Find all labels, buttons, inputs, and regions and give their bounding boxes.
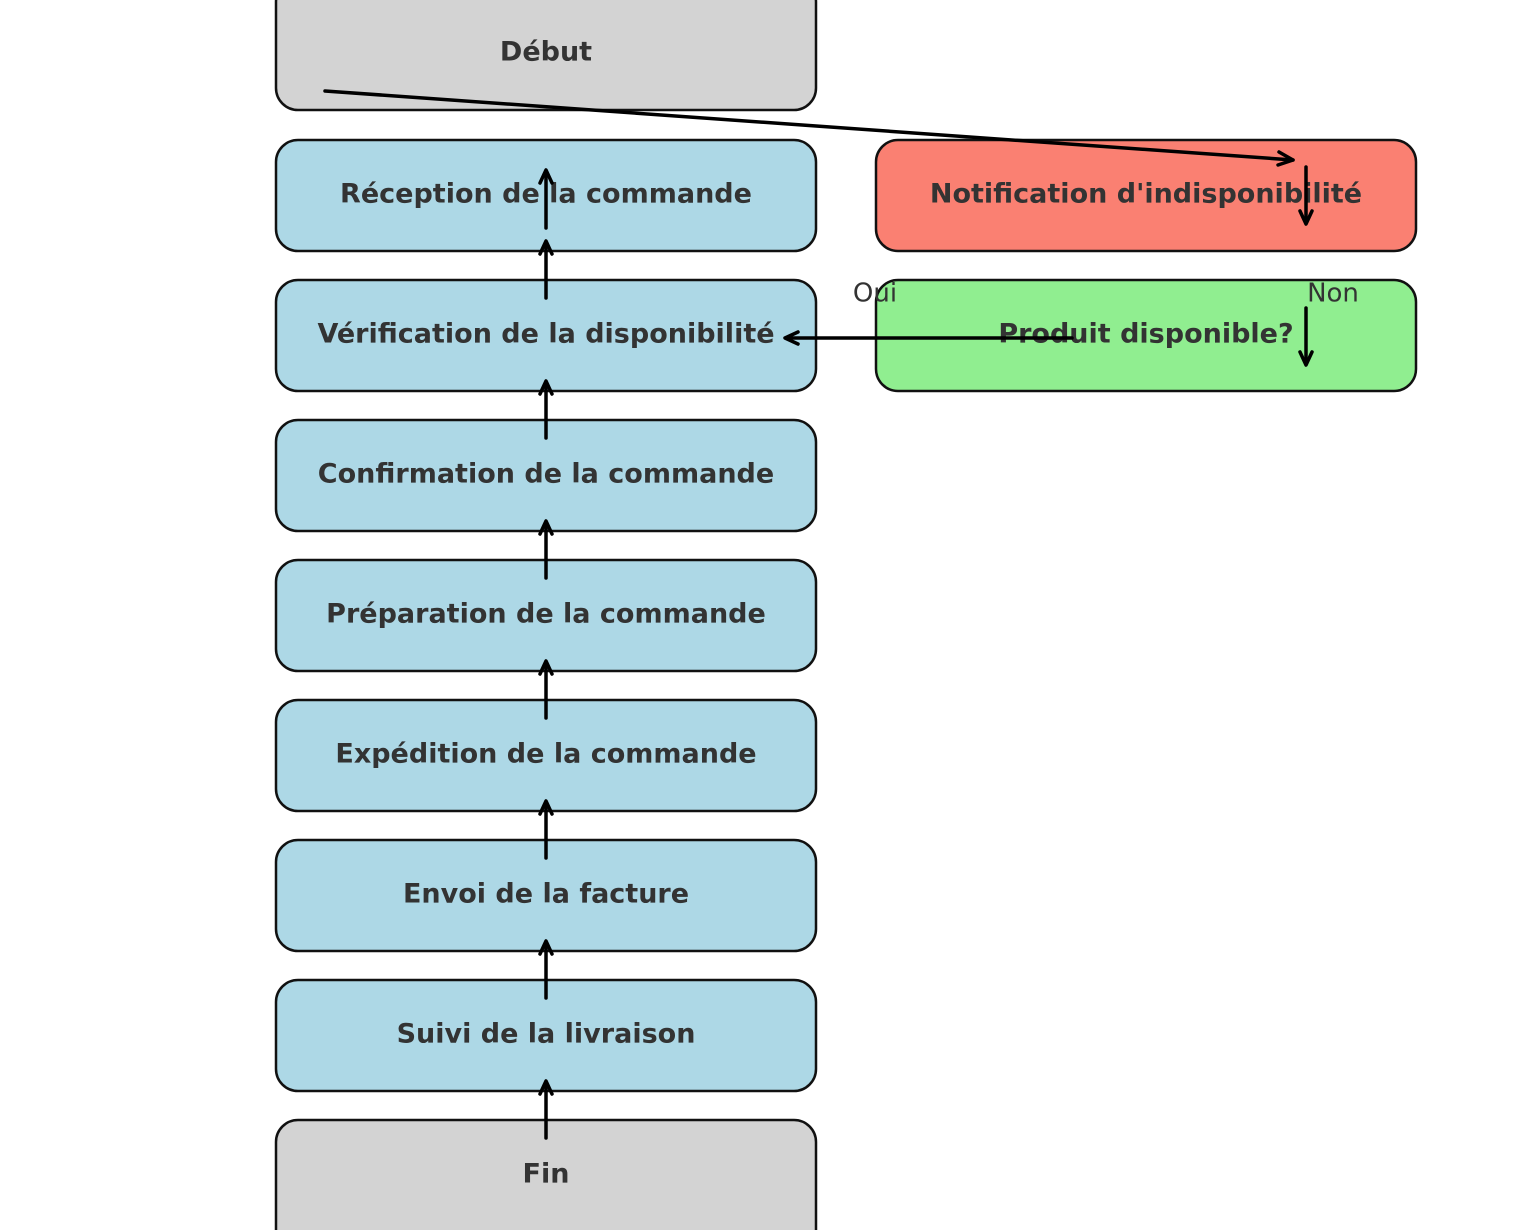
node-notification: Notification d'indisponibilité [874,138,1418,253]
edge-label-oui: Oui [853,279,897,309]
node-confirmation-label: Confirmation de la commande [318,459,774,490]
edge-expedition-to-preparation [538,659,554,720]
node-facture: Envoi de la facture [274,838,818,953]
edge-facture-to-expedition [538,799,554,860]
edge-decision-non-down [1298,306,1314,367]
edge-label-non: Non [1307,279,1359,309]
node-debut-box [274,0,818,112]
edge-decision-oui-to-verification [783,330,1074,346]
node-verification: Vérification de la disponibilité [274,278,818,393]
node-confirmation: Confirmation de la commande [274,418,818,533]
node-expedition: Expédition de la commande [274,698,818,813]
node-suivi-label: Suivi de la livraison [397,1019,696,1050]
node-debut: Début [274,0,818,112]
node-decision: Produit disponible? [874,278,1418,393]
edge-debut-to-notification [323,89,1295,167]
node-suivi: Suivi de la livraison [274,978,818,1093]
node-debut-label: Début [500,37,592,68]
node-notification-box [874,138,1418,253]
edge-preparation-to-confirmation [538,519,554,580]
node-notification-label: Notification d'indisponibilité [930,179,1362,210]
edge-notification-down [1298,165,1314,226]
edge-reception-up [538,168,554,230]
node-expedition-label: Expédition de la commande [335,739,756,770]
edge-verification-to-reception [538,239,554,300]
edge-confirmation-to-verification [538,379,554,440]
node-decision-label: Produit disponible? [998,319,1293,350]
node-decision-box [874,278,1418,393]
node-fin-label: Fin [523,1159,570,1190]
node-preparation-label: Préparation de la commande [326,599,766,630]
node-facture-label: Envoi de la facture [403,879,689,910]
edge-suivi-to-facture [538,939,554,1000]
edge-fin-to-suivi [538,1079,554,1140]
node-verification-label: Vérification de la disponibilité [317,319,774,350]
node-fin: Fin [274,1118,818,1230]
